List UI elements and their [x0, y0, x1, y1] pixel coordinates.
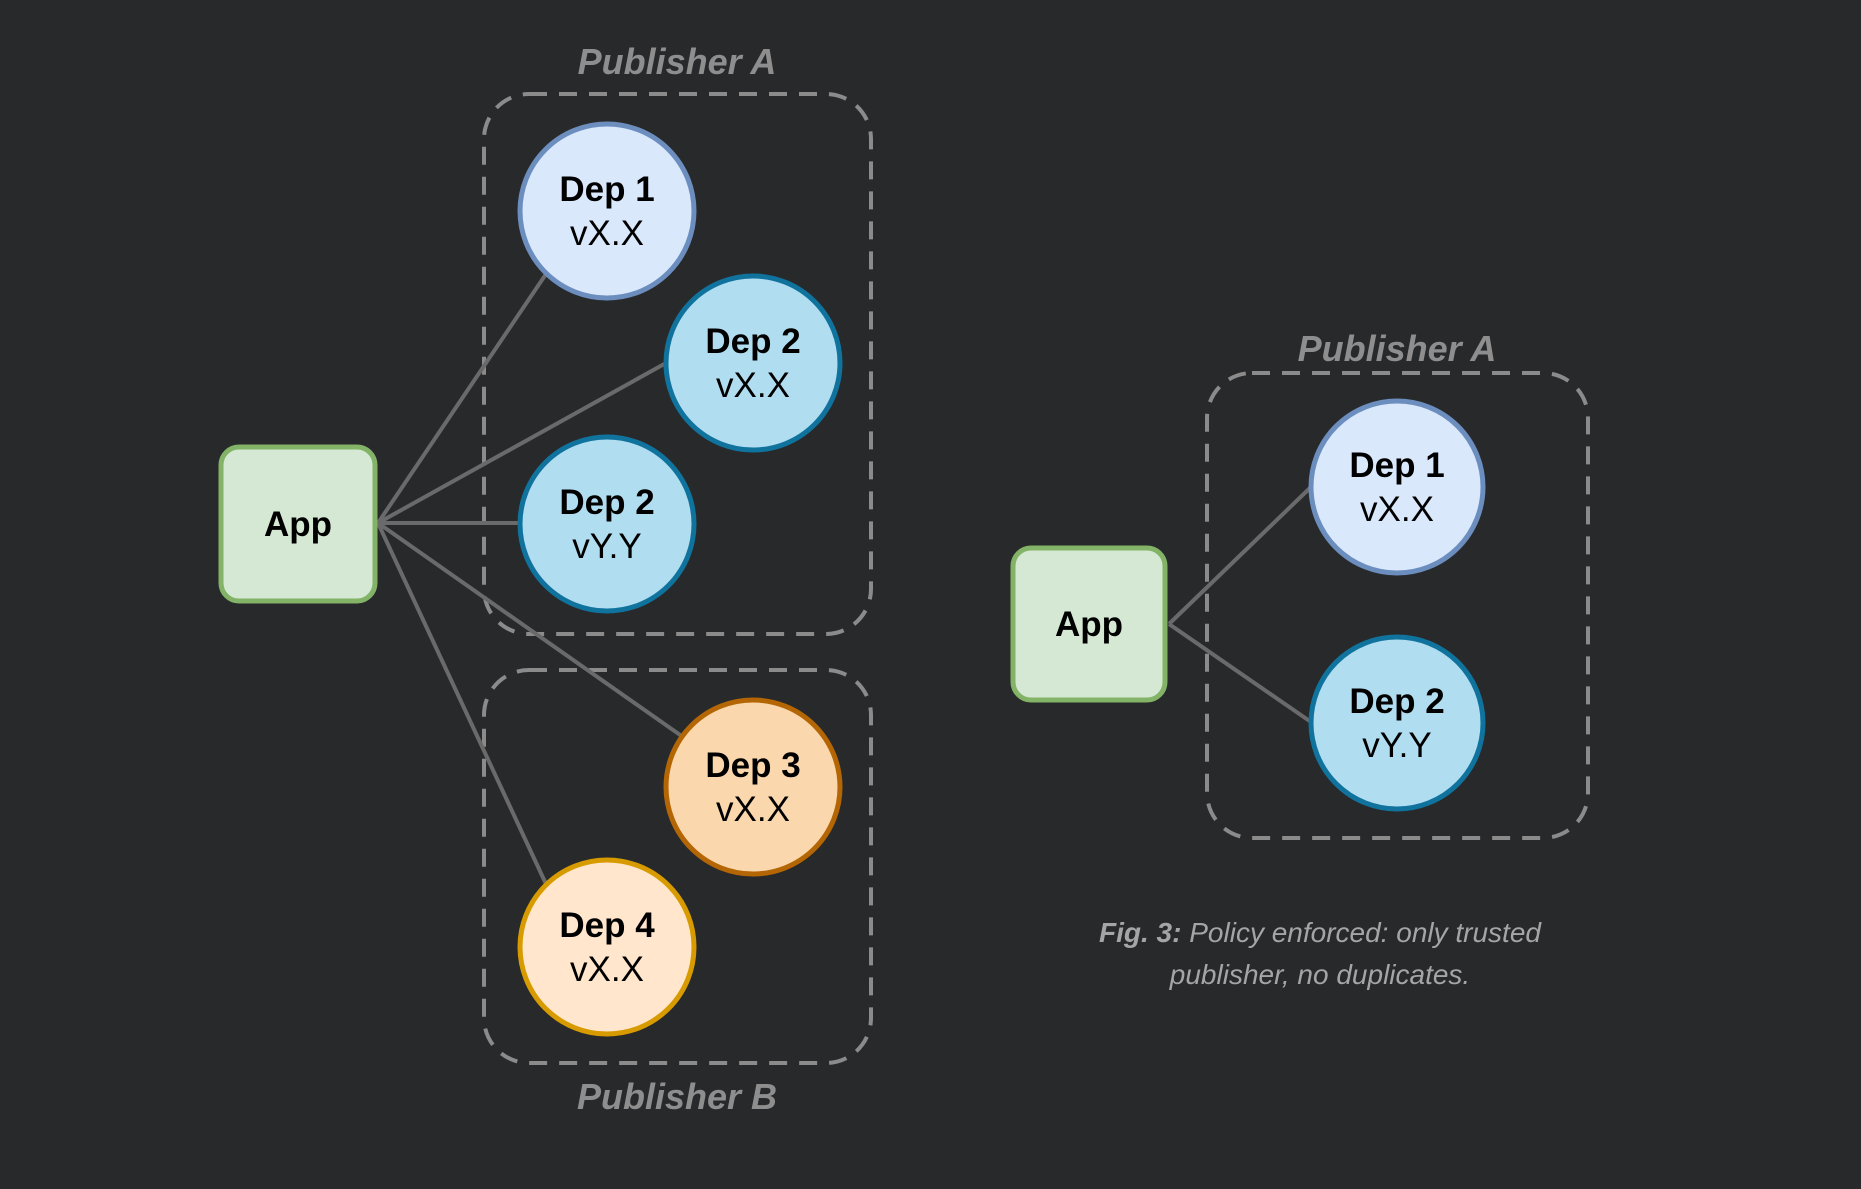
left-dep2-vx-node: Dep 2 vX.X	[663, 273, 843, 453]
right-dep2-node: Dep 2 vY.Y	[1308, 634, 1486, 812]
right-app-node: App	[1010, 545, 1168, 703]
left-dep1-version: vX.X	[570, 214, 644, 253]
left-dep4-node: Dep 4 vX.X	[517, 857, 697, 1037]
left-edge-app-dep1	[376, 272, 548, 525]
left-publisher-b-group	[482, 668, 873, 1065]
left-dep1-title: Dep 1	[559, 170, 654, 209]
left-edge-app-dep3	[376, 521, 685, 739]
left-app-node: App	[218, 444, 378, 604]
right-dep1-node: Dep 1 vX.X	[1308, 398, 1486, 576]
left-diagram: Publisher A Publisher B App Dep 1 vX.X D…	[218, 41, 873, 1117]
right-diagram: Publisher A App Dep 1 vX.X Dep 2 vY.Y	[1010, 328, 1590, 840]
right-publisher-a-group	[1205, 371, 1590, 840]
left-dep3-node: Dep 3 vX.X	[663, 697, 843, 877]
left-dep2-vx-version: vX.X	[716, 366, 790, 405]
left-dep3-title: Dep 3	[705, 746, 800, 785]
right-edge-app-dep2	[1167, 622, 1313, 724]
left-dep2-vx-title: Dep 2	[705, 322, 800, 361]
left-edge-app-dep4	[376, 522, 548, 885]
left-app-label: App	[264, 505, 332, 544]
right-edge-app-dep1	[1167, 485, 1313, 626]
left-dep1-node: Dep 1 vX.X	[517, 121, 697, 301]
right-dep2-version: vY.Y	[1362, 726, 1431, 765]
left-publisher-a-label: Publisher A	[578, 41, 777, 82]
left-dep2-vy-node: Dep 2 vY.Y	[517, 434, 697, 614]
left-edge-app-dep2-vx	[377, 361, 667, 525]
caption-text: Policy enforced: only trusted publisher,…	[1169, 917, 1541, 990]
right-publisher-a-label: Publisher A	[1298, 328, 1497, 369]
left-dep4-title: Dep 4	[559, 906, 655, 945]
left-dep2-vy-title: Dep 2	[559, 483, 654, 522]
left-dep2-vy-version: vY.Y	[572, 527, 641, 566]
right-dep1-title: Dep 1	[1349, 446, 1444, 485]
figure-caption: Fig. 3: Policy enforced: only trusted pu…	[1040, 912, 1600, 996]
right-dep1-version: vX.X	[1360, 490, 1434, 529]
left-dep3-version: vX.X	[716, 790, 790, 829]
right-dep2-title: Dep 2	[1349, 682, 1444, 721]
left-dep4-version: vX.X	[570, 950, 644, 989]
left-publisher-b-label: Publisher B	[577, 1076, 777, 1117]
caption-label: Fig. 3:	[1099, 917, 1182, 948]
right-app-label: App	[1055, 605, 1123, 644]
